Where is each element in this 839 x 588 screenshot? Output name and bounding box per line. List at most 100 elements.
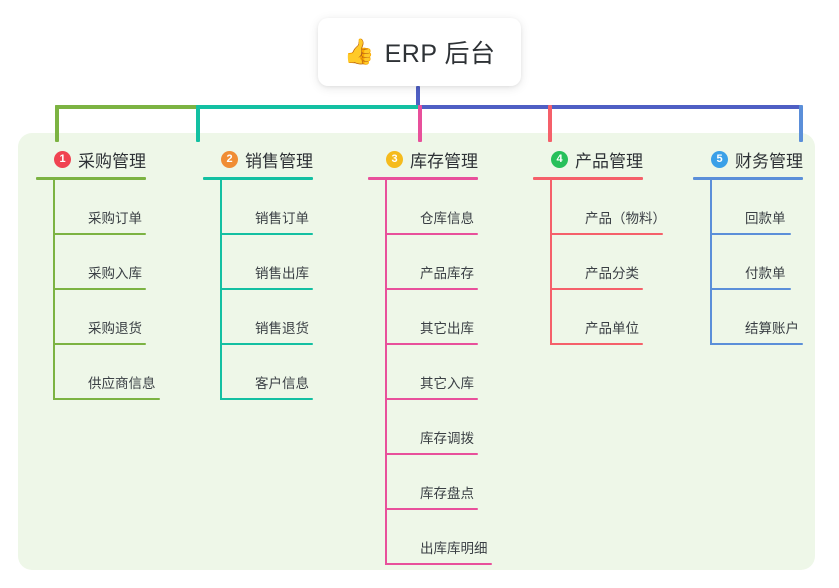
branch-leaf-list: 采购订单采购入库采购退货供应商信息 xyxy=(36,180,188,400)
branch-spine xyxy=(220,180,222,400)
leaf-item[interactable]: 仓库信息 xyxy=(386,180,520,235)
leaf-label: 销售退货 xyxy=(255,321,309,336)
branch-1: 1 采购管理采购订单采购入库采购退货供应商信息 xyxy=(36,146,188,400)
leaf-label: 产品（物料） xyxy=(585,211,666,226)
leaf-item[interactable]: 其它出库 xyxy=(386,290,520,345)
leaf-item[interactable]: 客户信息 xyxy=(221,345,355,400)
branch-number-badge: 5 xyxy=(711,150,728,168)
leaf-item[interactable]: 产品（物料） xyxy=(551,180,685,235)
leaf-underline xyxy=(551,233,663,235)
leaf-item[interactable]: 出库库明细 xyxy=(386,510,520,565)
leaf-item[interactable]: 产品库存 xyxy=(386,235,520,290)
leaf-label: 销售出库 xyxy=(255,266,309,281)
branch-spine xyxy=(385,180,387,565)
leaf-item[interactable]: 采购订单 xyxy=(54,180,188,235)
branch-title: 采购管理 xyxy=(78,151,146,171)
leaf-item[interactable]: 产品单位 xyxy=(551,290,685,345)
leaf-label: 采购入库 xyxy=(88,266,142,281)
branch-header-underline xyxy=(368,177,478,180)
leaf-underline xyxy=(386,233,478,235)
branch-title: 财务管理 xyxy=(735,151,803,171)
thumbs-up-icon: 👍 xyxy=(343,37,375,66)
leaf-label: 产品分类 xyxy=(585,266,639,281)
leaf-underline xyxy=(386,288,478,290)
trunk-connector xyxy=(416,86,420,109)
leaf-label: 采购订单 xyxy=(88,211,142,226)
segment-green xyxy=(55,105,198,109)
segment-blue xyxy=(418,105,801,109)
leaf-underline xyxy=(386,398,478,400)
leaf-underline xyxy=(54,288,146,290)
leaf-underline xyxy=(386,343,478,345)
leaf-label: 其它入库 xyxy=(420,376,474,391)
leaf-item[interactable]: 结算账户 xyxy=(711,290,815,345)
branch-leaf-list: 销售订单销售出库销售退货客户信息 xyxy=(203,180,355,400)
leaf-label: 结算账户 xyxy=(745,321,799,336)
leaf-label: 库存盘点 xyxy=(420,486,474,501)
leaf-label: 其它出库 xyxy=(420,321,474,336)
leaf-underline xyxy=(386,508,478,510)
branch-header-2[interactable]: 2 销售管理 xyxy=(203,146,355,172)
leaf-underline xyxy=(711,343,803,345)
leaf-label: 客户信息 xyxy=(255,376,309,391)
branch-spine xyxy=(710,180,712,345)
segment-teal xyxy=(196,105,420,109)
drop-branch-4 xyxy=(548,105,552,142)
leaf-underline xyxy=(221,343,313,345)
leaf-underline xyxy=(54,233,146,235)
branch-header-1[interactable]: 1 采购管理 xyxy=(36,146,188,172)
branch-header-5[interactable]: 5 财务管理 xyxy=(693,146,815,172)
branch-header-4[interactable]: 4 产品管理 xyxy=(533,146,685,172)
branch-leaf-list: 产品（物料） 产品分类产品单位 xyxy=(533,180,685,345)
leaf-item[interactable]: 销售订单 xyxy=(221,180,355,235)
leaf-underline xyxy=(386,453,478,455)
leaf-item[interactable]: 其它入库 xyxy=(386,345,520,400)
leaf-label: 产品库存 xyxy=(420,266,474,281)
drop-branch-1 xyxy=(55,105,59,142)
diagram-background-panel xyxy=(18,133,815,570)
leaf-label: 出库库明细 xyxy=(420,541,488,556)
branch-number-badge: 1 xyxy=(54,150,71,168)
branch-number-badge: 4 xyxy=(551,150,568,168)
leaf-item[interactable]: 采购入库 xyxy=(54,235,188,290)
leaf-item[interactable]: 产品分类 xyxy=(551,235,685,290)
leaf-item[interactable]: 回款单 xyxy=(711,180,815,235)
leaf-item[interactable]: 销售退货 xyxy=(221,290,355,345)
leaf-label: 仓库信息 xyxy=(420,211,474,226)
branch-5: 5 财务管理回款单付款单结算账户 xyxy=(693,146,815,345)
branch-number-badge: 2 xyxy=(221,150,238,168)
root-node[interactable]: 👍 ERP 后台 xyxy=(318,18,521,86)
branch-title: 产品管理 xyxy=(575,151,643,171)
branch-title: 库存管理 xyxy=(410,151,478,171)
branch-header-underline xyxy=(533,177,643,180)
root-title: ERP 后台 xyxy=(384,40,496,68)
leaf-label: 销售订单 xyxy=(255,211,309,226)
branch-leaf-list: 仓库信息产品库存其它出库其它入库库存调拨库存盘点出库库明细 xyxy=(368,180,520,565)
drop-branch-5 xyxy=(799,105,803,142)
leaf-underline xyxy=(551,343,643,345)
branch-header-underline xyxy=(693,177,803,180)
leaf-underline xyxy=(54,343,146,345)
leaf-item[interactable]: 采购退货 xyxy=(54,290,188,345)
branch-2: 2 销售管理销售订单销售出库销售退货客户信息 xyxy=(203,146,355,400)
leaf-label: 产品单位 xyxy=(585,321,639,336)
leaf-label: 付款单 xyxy=(745,266,786,281)
drop-branch-3 xyxy=(418,105,422,142)
leaf-label: 采购退货 xyxy=(88,321,142,336)
branch-spine xyxy=(53,180,55,400)
leaf-item[interactable]: 付款单 xyxy=(711,235,815,290)
branch-title: 销售管理 xyxy=(245,151,313,171)
leaf-underline xyxy=(221,288,313,290)
leaf-item[interactable]: 库存盘点 xyxy=(386,455,520,510)
leaf-item[interactable]: 库存调拨 xyxy=(386,400,520,455)
leaf-label: 回款单 xyxy=(745,211,786,226)
leaf-underline xyxy=(711,288,791,290)
leaf-item[interactable]: 销售出库 xyxy=(221,235,355,290)
leaf-label: 供应商信息 xyxy=(88,376,156,391)
leaf-underline xyxy=(551,288,643,290)
leaf-item[interactable]: 供应商信息 xyxy=(54,345,188,400)
branch-spine xyxy=(550,180,552,345)
